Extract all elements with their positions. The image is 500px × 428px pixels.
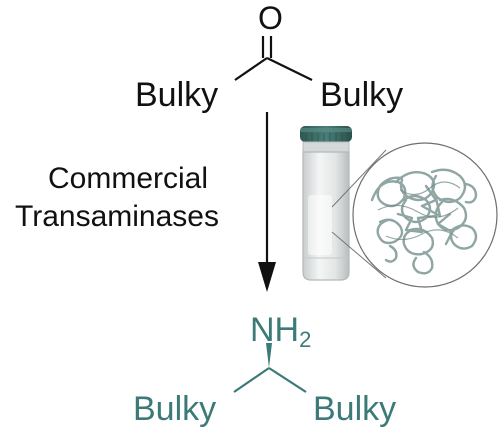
amine-group-label: NH2 xyxy=(250,313,311,351)
zoom-callout-lines xyxy=(331,149,387,279)
reactant-right-substituent: Bulky xyxy=(320,76,404,114)
reaction-arrow-icon xyxy=(258,112,276,292)
reagent-label-line2: Transaminases xyxy=(15,200,219,233)
oxygen-atom-label: O xyxy=(258,0,283,36)
wedge-bond xyxy=(266,343,272,368)
ketone-bonds xyxy=(234,36,313,81)
reagent-label-line1: Commercial xyxy=(48,162,209,195)
amine-subscript: 2 xyxy=(299,327,312,352)
protein-structure-icon xyxy=(352,142,498,288)
reactant-left-substituent: Bulky xyxy=(135,76,219,114)
product-right-substituent: Bulky xyxy=(313,390,397,428)
enzyme-vial-icon xyxy=(300,126,352,281)
product-left-substituent: Bulky xyxy=(133,390,217,428)
amine-bonds xyxy=(233,343,307,393)
amine-main-text: NH xyxy=(250,311,300,349)
